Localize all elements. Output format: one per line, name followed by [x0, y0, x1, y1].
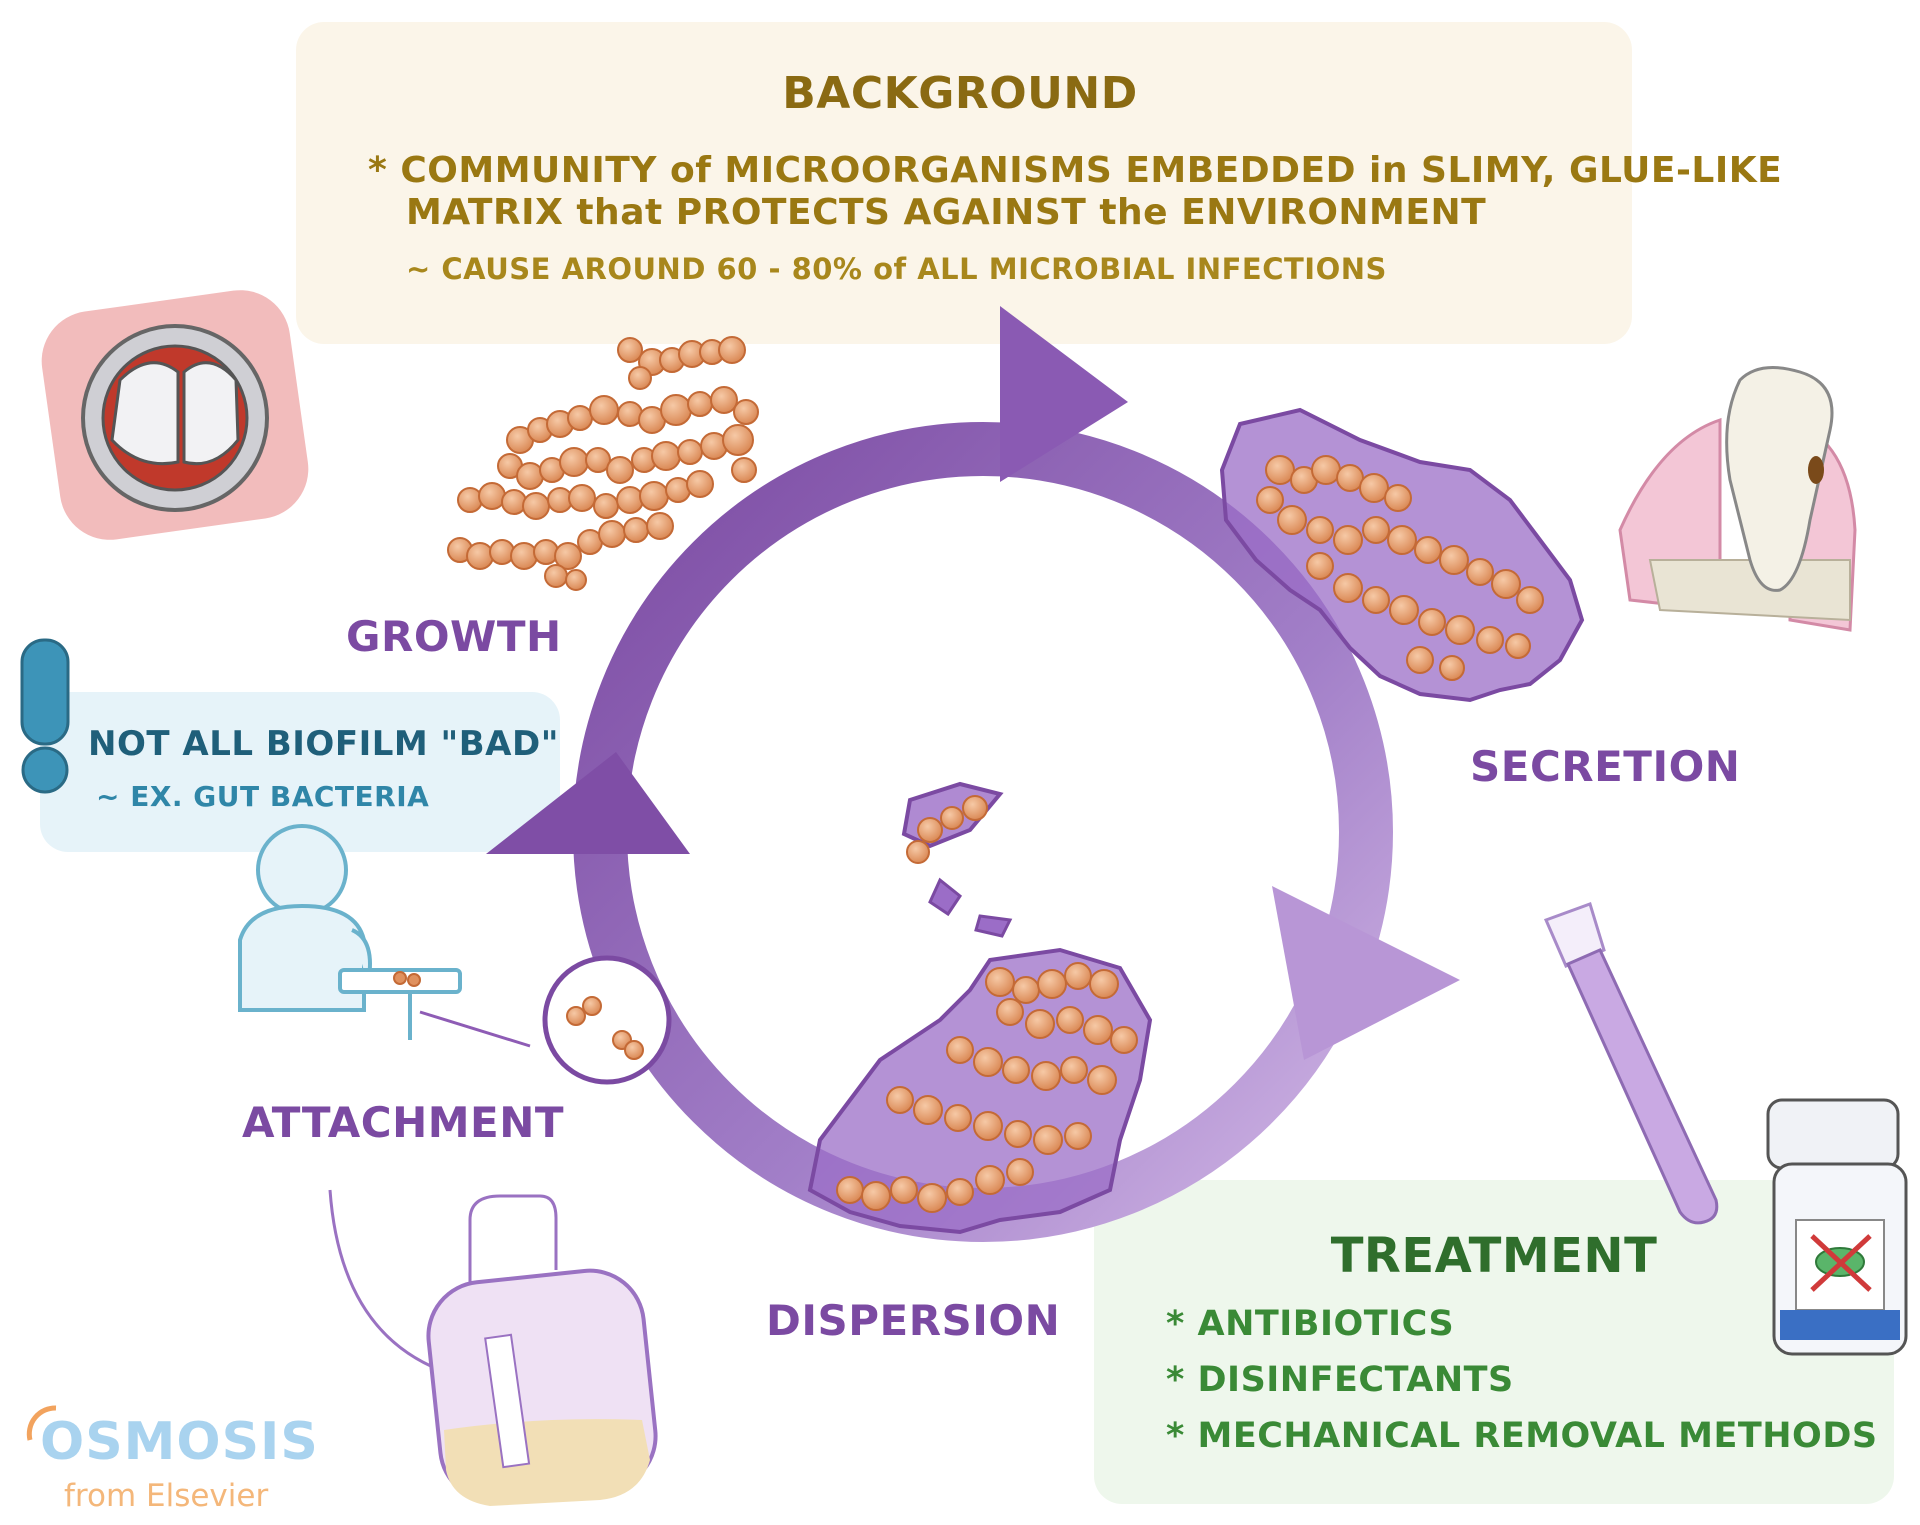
- osmosis-logo-mark: [26, 1405, 57, 1441]
- note-line2: ~ EX. GUT BACTERIA: [96, 780, 430, 813]
- stage-attachment-label: ATTACHMENT: [242, 1098, 565, 1147]
- background-bullet-line1: * COMMUNITY of MICROORGANISMS EMBEDDED i…: [368, 150, 1782, 191]
- background-line2: MATRIX that PROTECTS AGAINST the ENVIRON…: [406, 192, 1487, 233]
- stage-growth-label: GROWTH: [346, 612, 562, 661]
- osmosis-logo: OSMOSIS: [40, 1412, 319, 1472]
- background-panel: [296, 22, 1632, 344]
- stage-secretion-label: SECRETION: [1470, 742, 1741, 791]
- growth-bacteria: [447, 336, 759, 591]
- attachment-magnifier: [542, 955, 672, 1085]
- treatment-item-mechanical: * MECHANICAL REMOVAL METHODS: [1166, 1416, 1878, 1456]
- cycle-arrow-top: [1000, 306, 1128, 482]
- background-title: BACKGROUND: [782, 68, 1138, 119]
- exclamation-icon: [20, 638, 70, 794]
- tooth-icon: [1618, 366, 1857, 632]
- treatment-item-antibiotics: * ANTIBIOTICS: [1166, 1304, 1455, 1344]
- dispersion-biofilm: [807, 781, 1153, 1235]
- stage-dispersion-label: DISPERSION: [766, 1296, 1061, 1345]
- toothbrush-icon: [1543, 902, 1719, 1225]
- osmosis-tagline: from Elsevier: [64, 1478, 269, 1514]
- cycle-arrow-right: [1272, 886, 1460, 1060]
- background-line1: COMMUNITY of MICROORGANISMS EMBEDDED in …: [400, 150, 1783, 191]
- treatment-panel: [1094, 1180, 1894, 1504]
- note-line1: NOT ALL BIOFILM "BAD": [88, 724, 559, 764]
- person-icon: [238, 824, 531, 1048]
- bullet-mark: *: [368, 150, 388, 191]
- treatment-item-disinfectants: * DISINFECTANTS: [1166, 1360, 1514, 1400]
- secretion-biofilm: [1219, 407, 1585, 703]
- treatment-title: TREATMENT: [1330, 1228, 1658, 1284]
- cycle-arrow-left: [486, 752, 690, 854]
- pill-bottle-icon: [1766, 1098, 1908, 1356]
- heart-valve-icon: [41, 290, 309, 540]
- background-sub: ~ CAUSE AROUND 60 - 80% of ALL MICROBIAL…: [406, 252, 1387, 286]
- catheter-bag-icon: [328, 1189, 658, 1506]
